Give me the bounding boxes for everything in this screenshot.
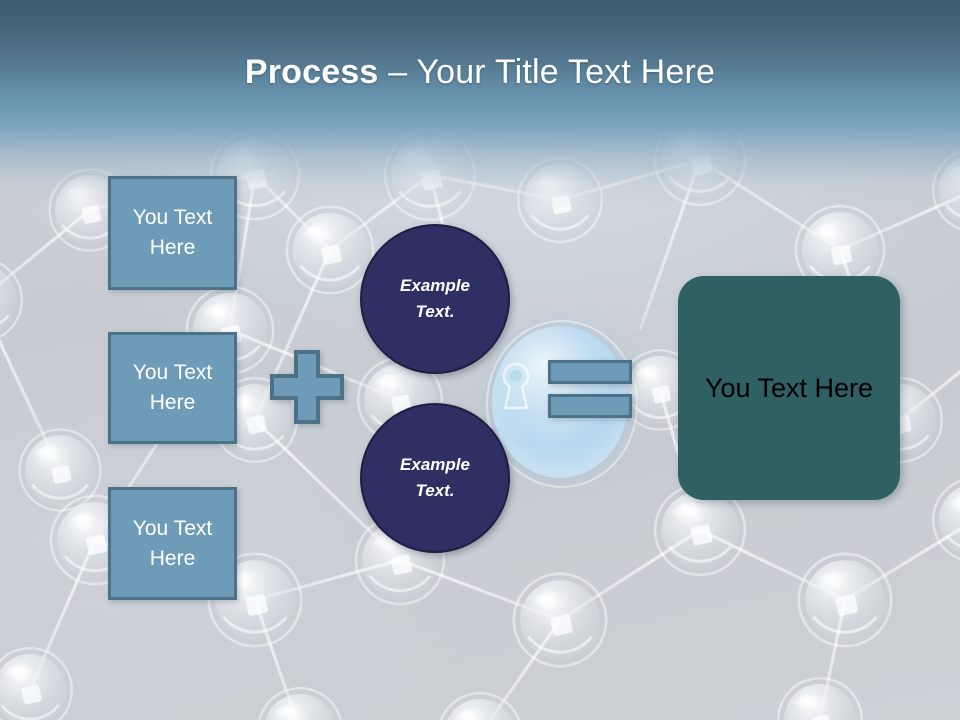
result-box-label: You Text Here xyxy=(704,372,874,403)
header-band xyxy=(0,0,960,128)
input-box-1[interactable]: You Text Here xyxy=(108,176,237,290)
example-circle-2[interactable]: Example Text. xyxy=(360,403,510,553)
result-box[interactable]: You Text Here xyxy=(678,276,900,500)
keyhole-icon xyxy=(502,362,530,410)
plus-sign-icon xyxy=(270,350,344,424)
input-box-2-label: You Text Here xyxy=(132,361,213,414)
example-circle-1-line2: Text. xyxy=(415,302,455,321)
page-title-bold: Process xyxy=(244,53,379,91)
example-circle-2-line2: Text. xyxy=(415,481,455,500)
input-box-3[interactable]: You Text Here xyxy=(108,487,237,600)
example-circle-2-line1: Example xyxy=(400,455,470,474)
input-box-3-label: You Text Here xyxy=(132,516,213,570)
input-box-2[interactable]: You Text Here xyxy=(108,332,237,444)
input-box-1-label: You Text Here xyxy=(132,206,213,259)
equals-bar-top xyxy=(548,360,632,384)
hub-sphere-ring xyxy=(486,320,638,488)
example-circle-1-line1: Example xyxy=(400,276,470,295)
equals-bar-bottom xyxy=(548,394,632,418)
page-title-rest: – Your Title Text Here xyxy=(378,53,716,91)
page-title: Process – Your Title Text Here xyxy=(0,52,960,92)
equals-sign-icon xyxy=(548,360,632,418)
example-circle-1[interactable]: Example Text. xyxy=(360,224,510,374)
